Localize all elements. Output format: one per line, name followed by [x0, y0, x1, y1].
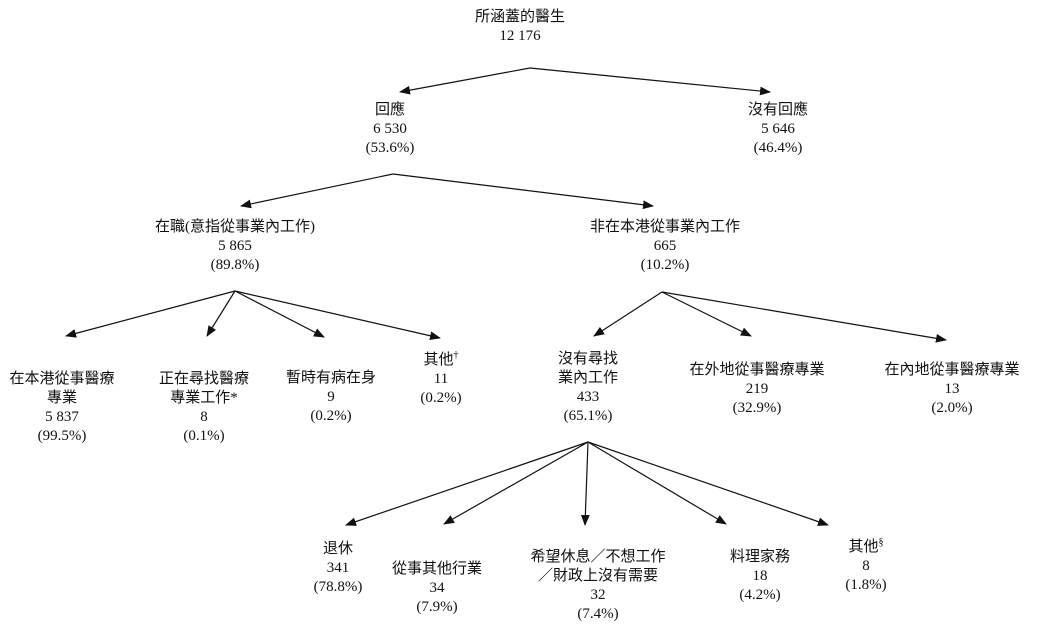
- arrow-working-to-medical-hk: [65, 290, 236, 338]
- node-label-line: 所涵蓋的醫生: [474, 9, 566, 25]
- node-value: 219: [745, 381, 769, 397]
- node-label-line: 回應: [374, 102, 405, 118]
- node-percentage: (10.2%): [640, 257, 690, 273]
- node-not-seeking: 沒有尋找 業內工作 433 (65.1%): [558, 350, 618, 426]
- node-working: 在職(意指從事業內工作) 5 865 (89.8%): [155, 218, 315, 275]
- arrow-root-to-no-response: [529, 67, 771, 96]
- node-value: 5 646: [761, 121, 795, 137]
- node-other-not-seeking: 其他§ 8 (1.8%): [845, 538, 886, 595]
- node-label-line: 專業工作*: [170, 390, 238, 406]
- node-other-working: 其他† 11 (0.2%): [420, 351, 461, 408]
- arrow-notseeking-to-wish-rest: [580, 441, 590, 526]
- node-label-line: 正在尋找醫療: [158, 371, 250, 387]
- arrow-notworking-to-medical-overseas: [661, 291, 752, 337]
- node-label-line: 非在本港從事業內工作: [589, 219, 741, 235]
- node-label-line: 業內工作: [557, 370, 619, 386]
- node-percentage: (78.8%): [313, 579, 363, 595]
- node-value: 433: [576, 389, 600, 405]
- node-percentage: (65.1%): [563, 408, 613, 424]
- node-value: 34: [429, 580, 445, 596]
- node-no-response: 沒有回應 5 646 (46.4%): [748, 101, 808, 158]
- arrow-root-to-responded: [399, 67, 531, 95]
- node-value: 18: [752, 568, 768, 584]
- node-value: 13: [944, 381, 960, 397]
- node-label-line: 在職(意指從事業內工作): [155, 219, 315, 235]
- node-value: 6 530: [373, 121, 407, 137]
- node-label-text: 其他: [423, 352, 454, 368]
- arrow-notworking-to-not-seeking: [593, 291, 663, 337]
- node-label-line: 希望休息／不想工作: [530, 549, 666, 565]
- node-not-working-hk: 非在本港從事業內工作 665 (10.2%): [590, 218, 740, 275]
- node-value: 665: [653, 238, 677, 254]
- node-percentage: (99.5%): [37, 428, 87, 444]
- node-label-line: 其他†: [420, 351, 461, 370]
- node-value: 8: [200, 409, 208, 425]
- node-housework: 料理家務 18 (4.2%): [730, 548, 790, 605]
- arrow-responded-to-not-working-hk: [392, 173, 654, 210]
- node-percentage: (7.9%): [416, 599, 458, 615]
- node-value: 5 837: [45, 409, 79, 425]
- section-footnote-mark: §: [878, 537, 884, 548]
- node-label-line: ／財政上沒有需要: [537, 568, 659, 584]
- arrow-working-to-seeking-work: [206, 290, 236, 337]
- node-medical-mainland: 在內地從事醫療專業 13 (2.0%): [884, 361, 1019, 418]
- node-value: 32: [590, 587, 606, 603]
- node-other-industry: 從事其他行業 34 (7.9%): [392, 560, 482, 617]
- node-label-line: 其他§: [845, 538, 886, 557]
- dagger-footnote-mark: †: [453, 350, 459, 361]
- node-label-line: 在內地從事醫療專業: [884, 362, 1020, 378]
- arrow-working-to-other: [234, 290, 441, 341]
- node-percentage: (4.2%): [739, 587, 781, 603]
- node-label-line: 料理家務: [729, 549, 791, 565]
- node-percentage: (0.1%): [183, 428, 225, 444]
- node-label-text: 其他: [848, 539, 879, 555]
- node-percentage: (0.2%): [310, 408, 352, 424]
- node-percentage: (53.6%): [365, 140, 415, 156]
- arrow-notseeking-to-housework: [587, 441, 727, 525]
- arrow-notseeking-to-other: [587, 441, 829, 526]
- node-label-line: 退休: [322, 541, 353, 557]
- node-value: 5 865: [218, 238, 252, 254]
- arrow-responded-to-working: [240, 173, 394, 209]
- node-seeking-work: 正在尋找醫療 專業工作* 8 (0.1%): [159, 370, 249, 446]
- node-value: 8: [862, 558, 870, 574]
- node-label-line: 從事其他行業: [391, 561, 483, 577]
- node-covered-doctors: 所涵蓋的醫生 12 176: [475, 8, 565, 46]
- node-percentage: (2.0%): [931, 400, 973, 416]
- node-percentage: (32.9%): [732, 400, 782, 416]
- node-retired: 退休 341 (78.8%): [314, 540, 363, 597]
- node-value: 9: [327, 389, 335, 405]
- node-value: 11: [433, 371, 449, 387]
- node-medical-hk: 在本港從事醫療 專業 5 837 (99.5%): [9, 370, 114, 446]
- node-label-line: 專業: [46, 390, 78, 406]
- node-label-line: 在外地從事醫療專業: [689, 362, 825, 378]
- arrow-notworking-to-medical-mainland: [661, 291, 947, 343]
- arrow-notseeking-to-other-industry: [443, 441, 589, 525]
- node-value: 12 176: [499, 28, 541, 44]
- node-label-line: 沒有尋找: [557, 351, 619, 367]
- arrow-notseeking-to-retired: [345, 441, 589, 526]
- node-temporarily-ill: 暫時有病在身 9 (0.2%): [286, 369, 376, 426]
- node-percentage: (89.8%): [210, 257, 260, 273]
- node-responded: 回應 6 530 (53.6%): [366, 101, 415, 158]
- node-percentage: (46.4%): [753, 140, 803, 156]
- node-percentage: (7.4%): [577, 606, 619, 622]
- node-percentage: (0.2%): [420, 390, 462, 406]
- node-medical-overseas: 在外地從事醫療專業 219 (32.9%): [689, 361, 824, 418]
- node-label-line: 在本港從事醫療: [9, 371, 115, 387]
- node-value: 341: [326, 560, 350, 576]
- node-label-line: 沒有回應: [747, 102, 809, 118]
- node-label-line: 暫時有病在身: [285, 370, 377, 386]
- node-percentage: (1.8%): [845, 577, 887, 593]
- node-wish-rest: 希望休息／不想工作 ／財政上沒有需要 32 (7.4%): [530, 548, 665, 624]
- arrow-working-to-temporarily-ill: [234, 290, 325, 338]
